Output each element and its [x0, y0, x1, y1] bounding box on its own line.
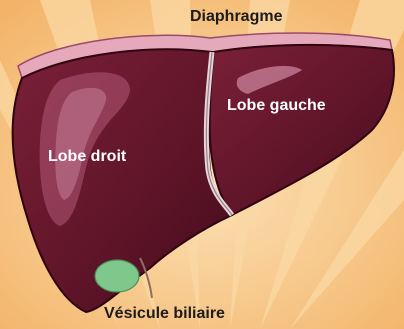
diaphragm-label: Diaphragme	[190, 8, 282, 26]
left-lobe-label: Lobe gauche	[227, 97, 326, 115]
right-lobe-label: Lobe droit	[48, 148, 126, 166]
gallbladder-label: Vésicule biliaire	[104, 305, 225, 323]
gallbladder	[95, 260, 139, 292]
